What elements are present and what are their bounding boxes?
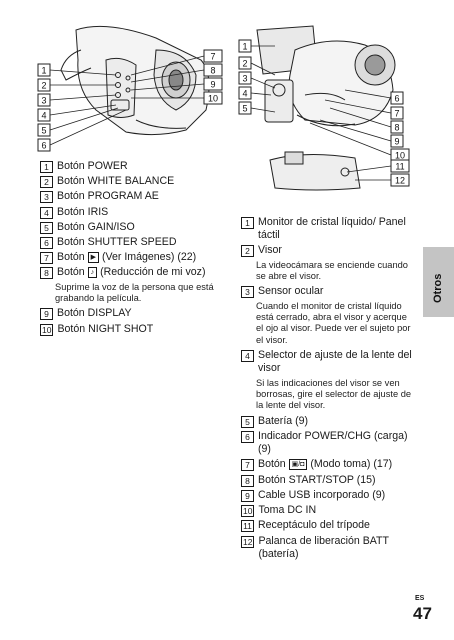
list-item: 4 Botón IRIS [40,206,220,219]
list-item: 6 Botón SHUTTER SPEED [40,236,220,250]
list-item: 7 Botón ▶ (Ver Imágenes) (22) [40,251,220,265]
list-item: 1 Botón POWER [40,160,220,173]
list-item: 8 Botón ♪ (Reducción de mi voz) [40,266,220,280]
section-tab: Otros [423,247,454,317]
right-callout-1: 1 [242,42,247,52]
list-item: 12 Palanca de liberación BATT (batería) [241,534,389,560]
camera-left-side-illustration: 1 2 3 4 5 6 7 8 9 10 [37,25,223,152]
language-code: ES [415,595,425,602]
left-callout-9: 9 [210,80,215,90]
list-item: 3 Sensor ocular [241,285,416,299]
play-icon: ▶ [87,252,100,264]
list-item: 1 Monitor de cristal líquido/ Panel táct… [241,216,416,242]
shooting-mode-icon: ▣/◘ [288,459,308,471]
left-callout-4: 4 [41,111,46,121]
left-callout-2: 2 [41,81,46,91]
list-item: 8 Botón START/STOP (15) [241,474,416,487]
list-item: 11 Receptáculo del trípode [241,519,416,533]
left-callout-10: 10 [208,94,218,104]
list-item: 5 Botón GAIN/ISO [40,221,220,234]
list-item: 5 Batería (9) [241,415,416,428]
right-callout-11: 11 [395,162,404,172]
list-note: Suprime la voz de la persona que está gr… [55,281,214,304]
right-callout-2: 2 [242,59,247,69]
left-callout-7: 7 [210,52,215,62]
list-item: 9 Botón DISPLAY [40,307,220,321]
page-number: 47 [413,604,432,623]
right-callout-10: 10 [395,151,405,161]
left-parts-list: 1 Botón POWER 2 Botón WHITE BALANCE 3 Bo… [40,160,220,338]
list-item: 10 Toma DC IN [241,504,317,518]
list-item: 6 Indicador POWER/CHG (carga) (9) [241,430,416,456]
voice-reduction-icon: ♪ [87,267,98,279]
right-callout-12: 12 [395,176,405,186]
left-callout-5: 5 [41,126,46,136]
right-callout-8: 8 [394,123,399,133]
left-callout-1: 1 [41,66,46,76]
list-item: 7 Botón ▣/◘ (Modo toma) (17) [241,458,416,472]
list-note: Cuando el monitor de cristal líquido est… [256,300,411,345]
left-callout-3: 3 [41,96,46,106]
list-item: 10 Botón NIGHT SHOT [40,322,154,336]
right-parts-list: 1 Monitor de cristal líquido/ Panel táct… [241,216,416,563]
right-callout-3: 3 [242,74,247,84]
list-item: 4 Selector de ajuste de la lente del vis… [241,349,416,375]
section-tab-label: Otros [432,273,444,303]
list-item: 2 Botón WHITE BALANCE [40,175,220,189]
list-item: 3 Botón PROGRAM AE [40,190,220,204]
left-callout-8: 8 [210,66,215,76]
right-callout-7: 7 [394,109,399,119]
list-note: Si las indicaciones del visor se ven bor… [256,377,412,411]
right-callout-4: 4 [242,89,247,99]
right-callout-6: 6 [394,94,399,104]
camera-rear-illustration: 1 2 3 4 5 6 7 8 9 10 11 12 [238,25,410,191]
list-item: 9 Cable USB incorporado (9) [241,489,416,502]
list-item: 2 Visor [241,244,416,258]
right-callout-9: 9 [394,137,399,147]
right-callout-5: 5 [242,104,247,114]
left-callout-6: 6 [41,141,46,151]
list-note: La videocámara se enciende cuando se abr… [256,259,408,282]
